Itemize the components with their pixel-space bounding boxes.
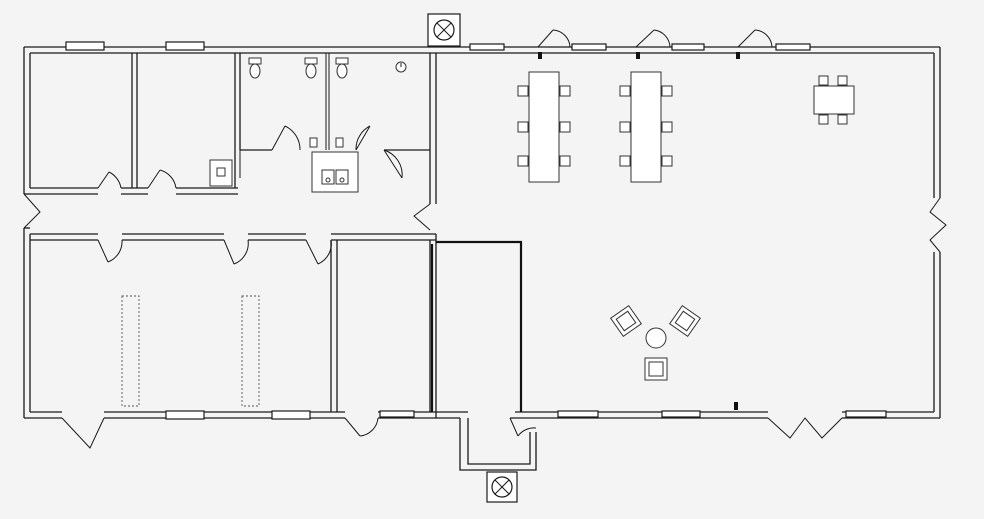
door-swing bbox=[413, 203, 431, 231]
door-swing bbox=[344, 417, 379, 437]
interior-walls bbox=[24, 53, 437, 418]
lounge-chair bbox=[609, 304, 643, 338]
lounge-chair bbox=[644, 357, 668, 381]
door-swing bbox=[271, 125, 301, 151]
windows bbox=[65, 41, 887, 420]
window bbox=[671, 43, 705, 51]
door-swing bbox=[61, 417, 105, 449]
window bbox=[661, 410, 701, 418]
column-mark bbox=[538, 52, 542, 59]
exterior-walls bbox=[23, 46, 941, 419]
window bbox=[165, 410, 205, 420]
window bbox=[165, 41, 205, 51]
lounge-group bbox=[609, 304, 702, 381]
grab-bar-icon bbox=[309, 137, 344, 148]
door-swing bbox=[929, 197, 947, 253]
round-table bbox=[645, 327, 667, 349]
window bbox=[557, 410, 599, 418]
door-swing bbox=[537, 29, 571, 48]
window bbox=[845, 410, 887, 418]
sink-icon bbox=[311, 151, 359, 193]
small-table bbox=[813, 75, 855, 125]
door-swing bbox=[97, 171, 122, 189]
window bbox=[65, 41, 105, 51]
door-swing bbox=[383, 149, 403, 179]
door-swing bbox=[737, 29, 773, 48]
door-swing bbox=[355, 125, 371, 151]
window bbox=[271, 410, 311, 420]
window bbox=[571, 43, 607, 51]
mop-sink-icon bbox=[209, 159, 233, 187]
column-mark bbox=[736, 52, 740, 59]
window bbox=[775, 43, 811, 51]
door-swing bbox=[97, 239, 123, 263]
circle-x-icon bbox=[486, 471, 518, 503]
floor-drain-icon bbox=[395, 61, 407, 73]
conference-table-2 bbox=[619, 71, 673, 183]
column-mark bbox=[636, 52, 640, 59]
doors bbox=[23, 29, 947, 449]
conference-table-1 bbox=[517, 71, 571, 183]
lounge-chair bbox=[668, 304, 702, 338]
vestibule bbox=[430, 240, 537, 471]
door-swing bbox=[305, 239, 332, 265]
toilet-icon bbox=[335, 57, 349, 79]
door-swing bbox=[509, 417, 537, 437]
window bbox=[379, 410, 415, 418]
toilet-icon bbox=[304, 57, 318, 79]
shelf-outline bbox=[121, 295, 140, 407]
column-mark bbox=[734, 402, 738, 410]
door-swing bbox=[635, 29, 671, 48]
toilet-icon bbox=[248, 57, 262, 79]
door-swing bbox=[147, 169, 177, 189]
window bbox=[469, 43, 505, 51]
shelf-outline bbox=[241, 295, 260, 407]
door-swing bbox=[223, 239, 249, 265]
restroom-fixtures bbox=[209, 57, 407, 193]
door-swing bbox=[23, 193, 41, 229]
circle-x-icon bbox=[427, 13, 461, 47]
door-swing bbox=[767, 417, 843, 439]
shelving bbox=[121, 295, 260, 407]
